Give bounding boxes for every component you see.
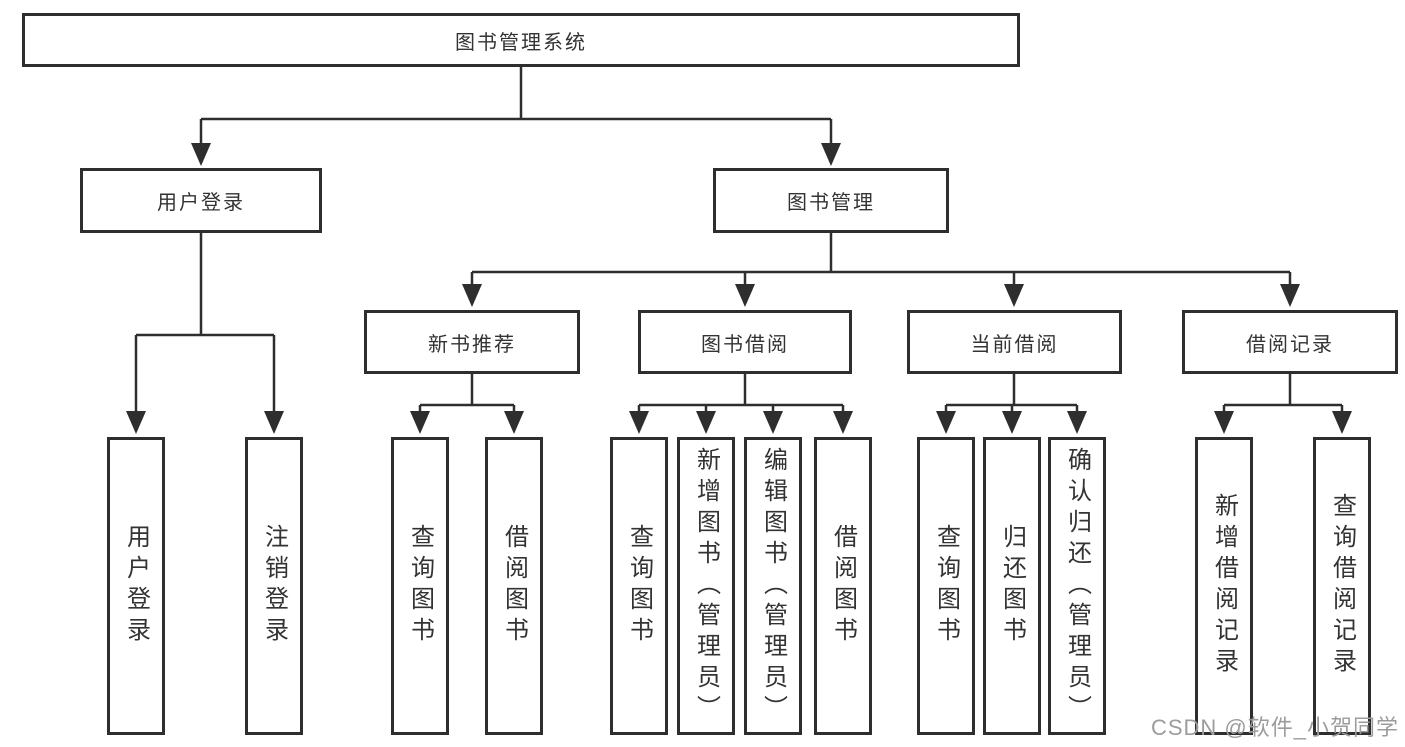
leaf-query-books-current-label: 查询图书	[932, 524, 960, 648]
leaf-logout: 注销登录	[245, 437, 303, 735]
leaf-query-books-current: 查询图书	[917, 437, 975, 735]
leaf-query-borrow-record: 查询借阅记录	[1313, 437, 1371, 735]
leaf-query-borrow-record-label: 查询借阅记录	[1328, 493, 1356, 679]
leaf-confirm-return-admin-label: 确认归还（管理员）	[1063, 446, 1091, 726]
leaf-add-book-admin: 新增图书（管理员）	[677, 437, 735, 735]
node-book-borrowing-label: 图书借阅	[701, 333, 789, 356]
node-book-borrowing: 图书借阅	[638, 310, 852, 374]
leaf-borrow-books-borrowing: 借阅图书	[814, 437, 872, 735]
node-new-book-recommend-label: 新书推荐	[428, 333, 516, 356]
leaf-query-books-borrowing-label: 查询图书	[625, 524, 653, 648]
node-current-borrowing-label: 当前借阅	[970, 333, 1059, 356]
node-user-login: 用户登录	[80, 168, 322, 233]
leaf-edit-book-admin: 编辑图书（管理员）	[744, 437, 802, 735]
leaf-user-login: 用户登录	[107, 437, 165, 735]
node-borrow-records-label: 借阅记录	[1246, 333, 1334, 356]
leaf-user-login-label: 用户登录	[122, 524, 150, 648]
leaf-borrow-books-recommend-label: 借阅图书	[500, 524, 528, 648]
node-user-login-label: 用户登录	[157, 192, 245, 214]
node-book-management: 图书管理	[713, 168, 949, 233]
node-book-management-label: 图书管理	[787, 192, 875, 214]
leaf-borrow-books-borrowing-label: 借阅图书	[829, 524, 857, 648]
node-borrow-records: 借阅记录	[1182, 310, 1398, 374]
leaf-confirm-return-admin: 确认归还（管理员）	[1048, 437, 1106, 735]
leaf-query-books-recommend: 查询图书	[391, 437, 449, 735]
node-root-system: 图书管理系统	[22, 13, 1020, 67]
leaf-edit-book-admin-label: 编辑图书（管理员）	[759, 446, 787, 726]
node-root-label: 图书管理系统	[455, 31, 587, 54]
leaf-add-borrow-record: 新增借阅记录	[1195, 437, 1253, 735]
leaf-borrow-books-recommend: 借阅图书	[485, 437, 543, 735]
leaf-logout-label: 注销登录	[260, 524, 288, 648]
node-current-borrowing: 当前借阅	[907, 310, 1122, 374]
leaf-add-book-admin-label: 新增图书（管理员）	[692, 446, 720, 726]
node-new-book-recommend: 新书推荐	[364, 310, 580, 374]
leaf-return-books: 归还图书	[983, 437, 1041, 735]
leaf-query-books-recommend-label: 查询图书	[406, 524, 434, 648]
arrowheads	[126, 143, 1352, 434]
leaf-return-books-label: 归还图书	[998, 524, 1026, 648]
leaf-add-borrow-record-label: 新增借阅记录	[1210, 493, 1238, 679]
leaf-query-books-borrowing: 查询图书	[610, 437, 668, 735]
